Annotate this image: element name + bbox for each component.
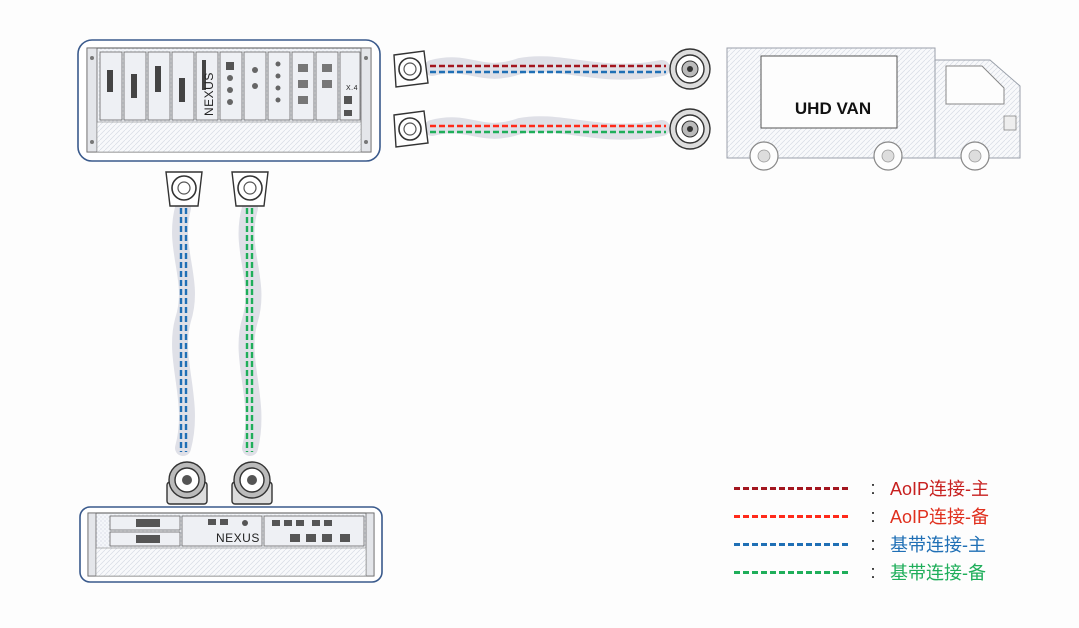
legend-item-baseband-main: : 基带连接-主 bbox=[734, 530, 1054, 558]
connector-icon bbox=[393, 110, 429, 148]
top-rack-card-label: X.4 bbox=[346, 85, 358, 92]
legend: : AoIP连接-主 : AoIP连接-备 : 基带连接-主 : 基带连接-备 bbox=[734, 474, 1054, 586]
bottom-rack-brand: NEXUS bbox=[216, 531, 260, 545]
signal-lines bbox=[179, 64, 666, 452]
connector-icon bbox=[166, 461, 208, 505]
legend-line bbox=[734, 542, 848, 546]
top-rack: NEXUS X.4 bbox=[77, 39, 381, 162]
van-label: UHD VAN bbox=[795, 99, 871, 118]
connector-icon bbox=[165, 171, 203, 207]
legend-separator: : bbox=[870, 561, 876, 582]
top-rack-brand: NEXUS bbox=[202, 72, 216, 116]
connectors bbox=[165, 48, 711, 505]
bottom-rack: NEXUS bbox=[79, 506, 383, 583]
connector-icon bbox=[231, 461, 273, 505]
legend-item-baseband-backup: : 基带连接-备 bbox=[734, 558, 1054, 586]
legend-label: 基带连接-备 bbox=[890, 563, 986, 583]
connector-icon bbox=[231, 171, 269, 207]
legend-separator: : bbox=[870, 477, 876, 498]
legend-item-aoip-main: : AoIP连接-主 bbox=[734, 474, 1054, 502]
connector-icon bbox=[393, 50, 429, 88]
legend-label: AoIP连接-备 bbox=[890, 507, 990, 527]
connector-icon bbox=[669, 108, 711, 150]
legend-line bbox=[734, 514, 848, 518]
legend-item-aoip-backup: : AoIP连接-备 bbox=[734, 502, 1054, 530]
legend-label: 基带连接-主 bbox=[890, 535, 986, 555]
uhd-van: UHD VAN bbox=[726, 47, 1021, 171]
legend-line bbox=[734, 486, 848, 490]
legend-label: AoIP连接-主 bbox=[890, 479, 990, 499]
legend-separator: : bbox=[870, 505, 876, 526]
connector-icon bbox=[669, 48, 711, 90]
legend-separator: : bbox=[870, 533, 876, 554]
legend-line bbox=[734, 570, 848, 574]
